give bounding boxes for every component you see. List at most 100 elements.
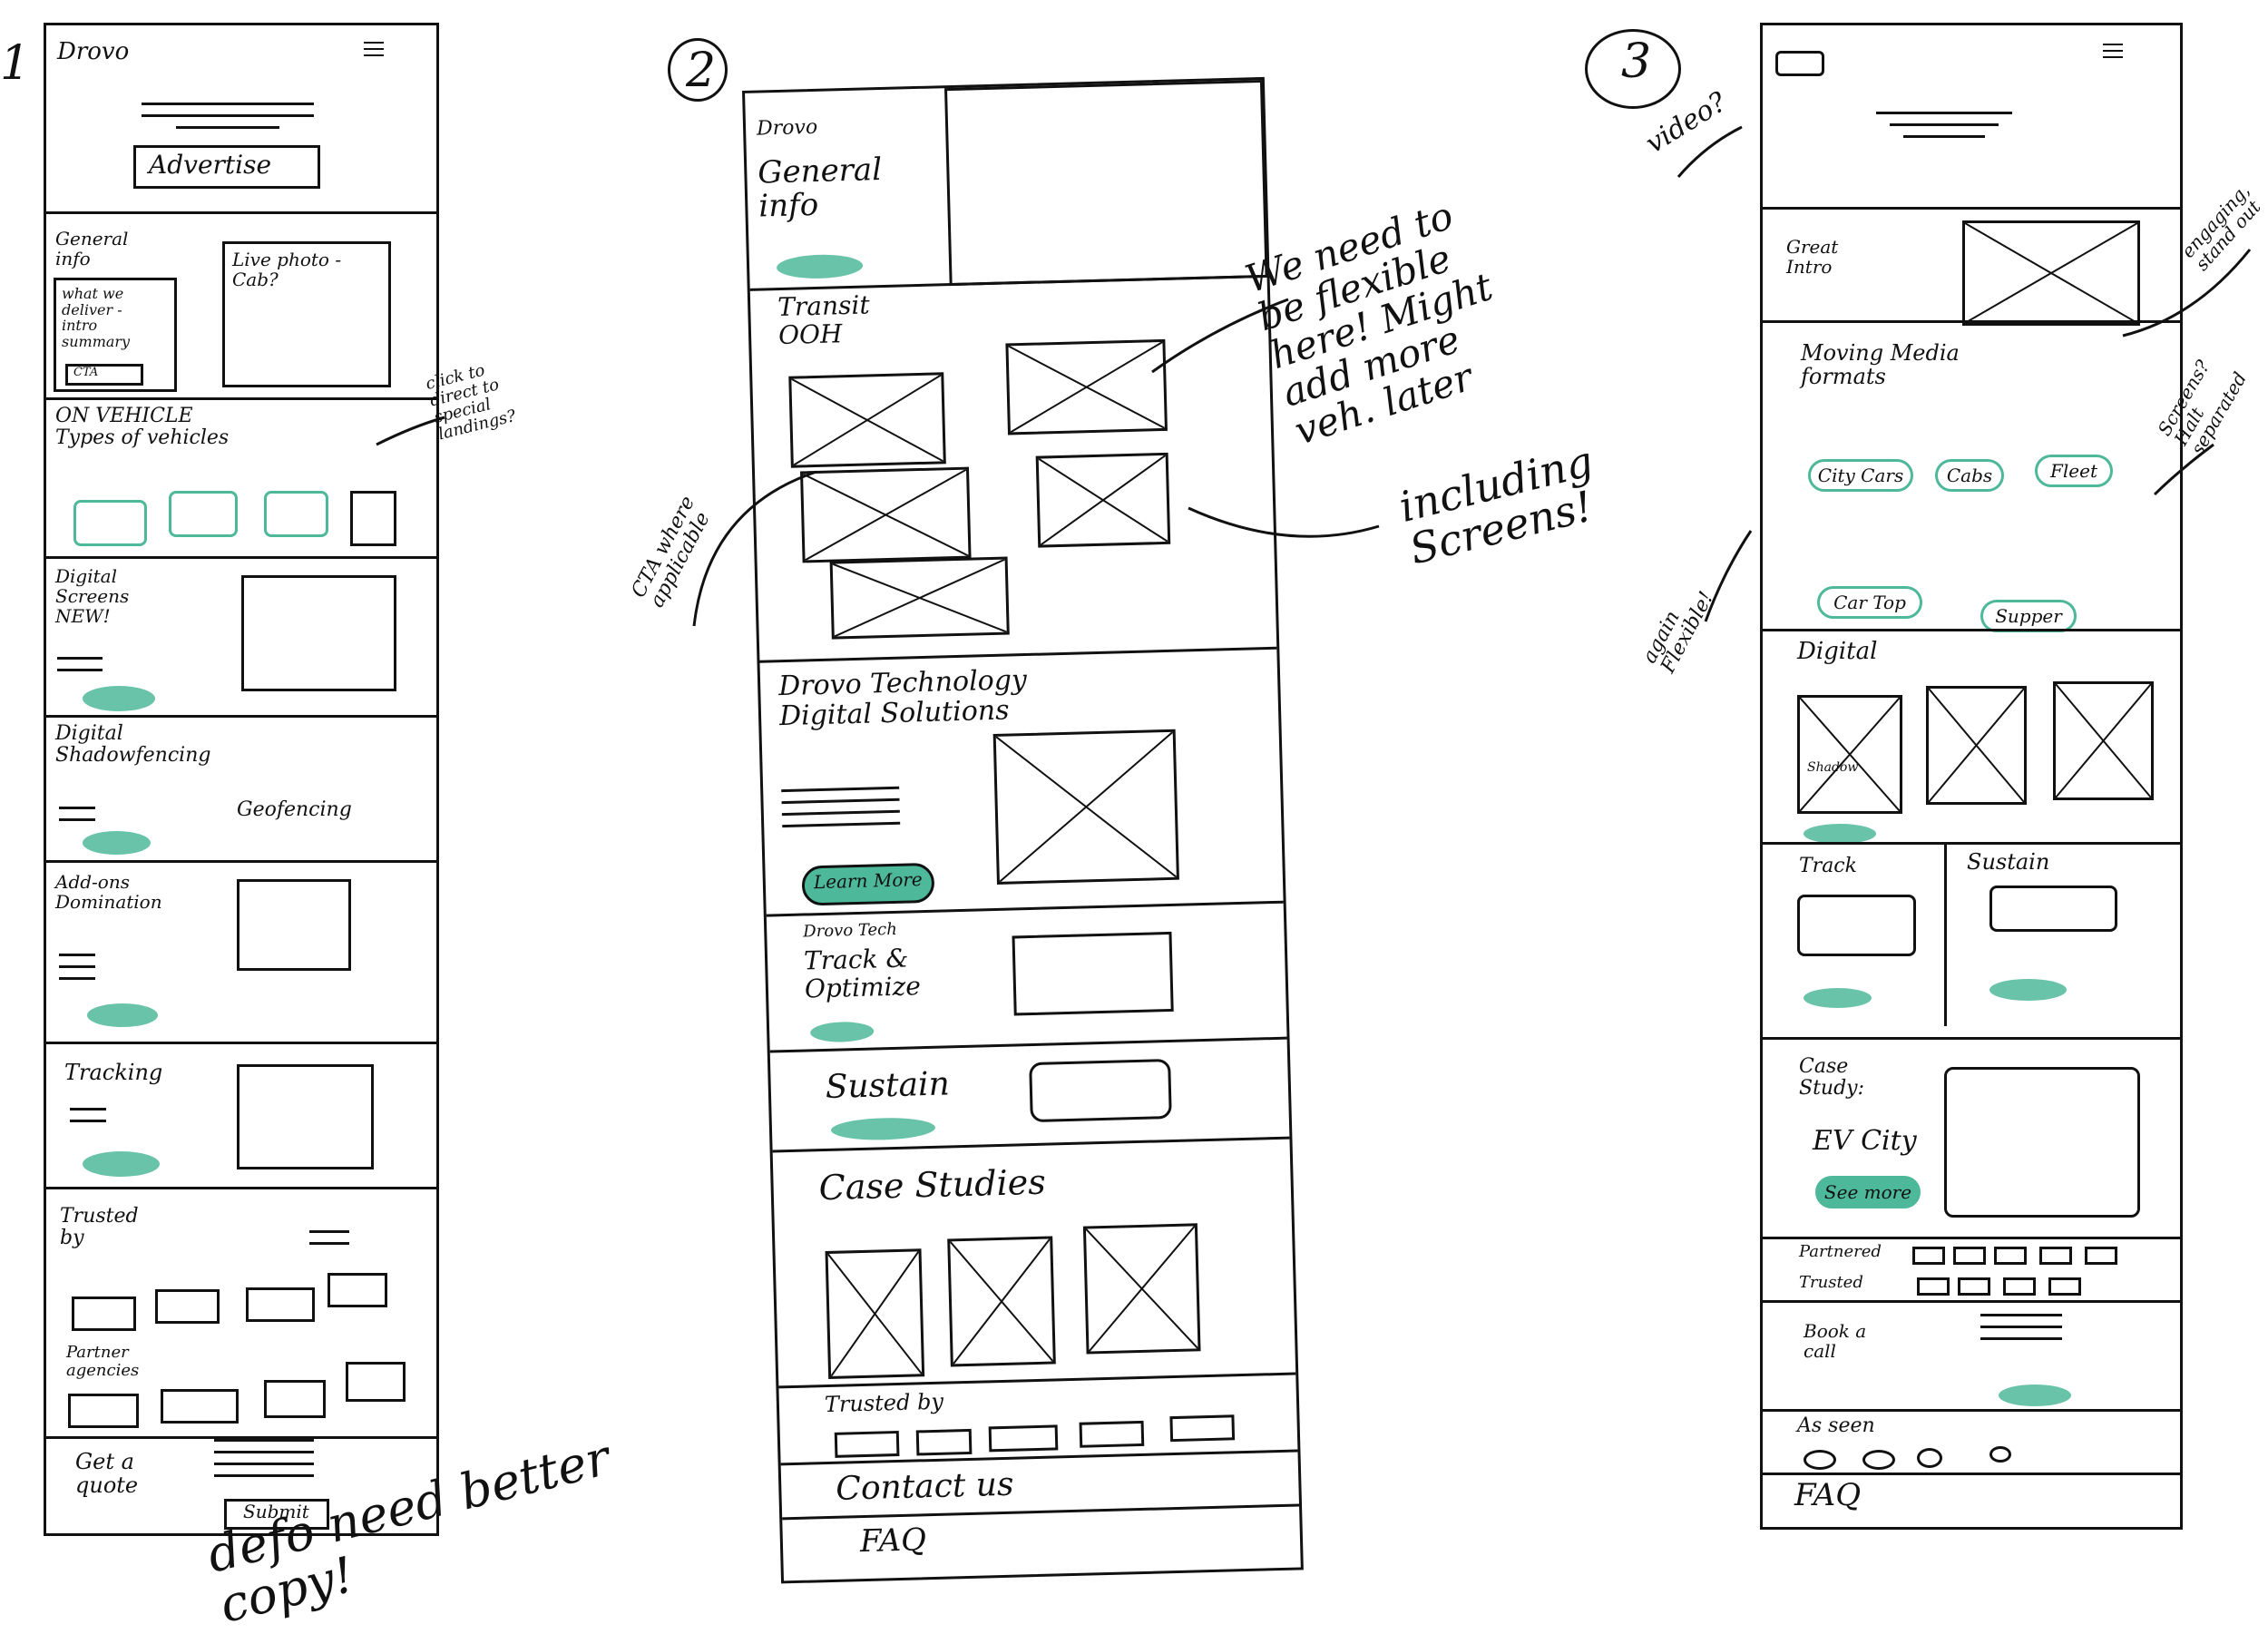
number-label: 1 (0, 36, 31, 91)
w3-track-image (1797, 895, 1916, 956)
w1-logo (155, 1289, 220, 1324)
w3-cta-scribble[interactable] (1989, 979, 2067, 1001)
w3-see-more-button[interactable]: See more (1815, 1176, 1921, 1208)
w1-addon-image (237, 879, 351, 971)
w1-shadowfencing: Digital Shadowfencing Geofencing (46, 715, 436, 863)
w3-cabs-button[interactable]: Cabs (1935, 459, 2004, 492)
w1-text-lines (70, 1108, 106, 1131)
menu-icon[interactable] (364, 42, 384, 61)
w2-vehicle-card[interactable] (829, 556, 1010, 640)
w1-cta-scribble[interactable] (83, 831, 151, 855)
w3-moving-title: Moving Media formats (1801, 340, 1960, 390)
w2-case-card[interactable] (825, 1248, 925, 1379)
w1-digital-title: Digital Screens NEW! (55, 565, 130, 627)
car-label: Car Top (1833, 592, 1906, 613)
w2-vehicle-card[interactable] (800, 466, 972, 563)
w3-digital-card[interactable]: Shadow (1797, 695, 1902, 814)
w1-header: Drovo Advertise (46, 25, 436, 211)
w2-faq: FAQ (782, 1503, 1301, 1584)
w3-book-title: Book a call (1804, 1320, 1867, 1362)
w3-divider (1944, 845, 1947, 1026)
w2-track-top: Drovo Tech (803, 919, 898, 942)
w2-cta-scribble[interactable] (830, 1116, 936, 1141)
w3-great-intro: Great Intro (1786, 236, 1839, 278)
w3-fleet-button[interactable]: Fleet (2035, 455, 2113, 487)
w3-logo (1994, 1247, 2027, 1265)
w3-logo (1912, 1247, 1945, 1265)
w3-logo (2048, 1277, 2081, 1296)
w3-case-title: Case Study: (1799, 1055, 1865, 1101)
w2-logo (915, 1428, 973, 1456)
w1-vehicle-card[interactable] (73, 500, 147, 546)
w1-logo (327, 1273, 387, 1307)
advertise-label: Advertise (149, 150, 272, 180)
w1-logo (72, 1296, 136, 1331)
w3-header (1763, 25, 2180, 207)
w1-intro-card: what we deliver - intro summary CTA (54, 278, 177, 392)
w1-text-lines (309, 1230, 349, 1254)
placeholder-x-icon (828, 1251, 922, 1376)
w3-digital-card[interactable] (1926, 686, 2027, 805)
w2-case-card[interactable] (1082, 1223, 1201, 1355)
w1-general-section: General info what we deliver - intro sum… (46, 211, 436, 400)
w2-tech-image (992, 729, 1179, 885)
w1-photo-box: Live photo - Cab? (222, 241, 391, 387)
w2-cta-scribble[interactable] (809, 1021, 875, 1043)
w3-logo (1958, 1277, 1990, 1296)
w1-cta-scribble[interactable] (83, 686, 155, 711)
placeholder-x-icon (2056, 684, 2151, 797)
placeholder-x-icon (791, 375, 943, 465)
menu-icon[interactable] (2103, 44, 2123, 63)
placeholder-x-icon (1086, 1226, 1198, 1351)
placeholder-x-icon (950, 1239, 1052, 1365)
w1-form-fields[interactable] (214, 1439, 314, 1486)
w1-car-image (241, 575, 396, 691)
w3-logo (1917, 1448, 1942, 1468)
w3-digital-title: Digital (1797, 638, 1878, 665)
w1-submit-button[interactable]: Submit (224, 1499, 329, 1530)
w2-general: General info (757, 152, 883, 225)
w1-hero-text (142, 103, 314, 138)
w1-trusted-title: Trusted by (60, 1205, 139, 1250)
w3-supper-button[interactable]: Supper (1980, 600, 2077, 632)
w2-contact-title: Contact us (835, 1465, 1014, 1508)
w3-city-cars-button[interactable]: City Cars (1808, 459, 1913, 492)
number-label: 2 (686, 44, 717, 98)
w1-vehicle-title: ON VEHICLE Types of vehicles (55, 405, 230, 450)
w2-vehicle-card[interactable] (1005, 338, 1168, 435)
w2-case-title: Case Studies (818, 1161, 1047, 1208)
w1-vehicle-card[interactable] (350, 491, 396, 546)
w3-logo (2039, 1247, 2072, 1265)
w2-track-title: Track & Optimize (803, 943, 922, 1004)
w1-advertise-button[interactable]: Advertise (133, 145, 320, 189)
w3-form-fields[interactable] (1980, 1314, 2062, 1349)
w2-cta-scribble[interactable] (776, 253, 864, 280)
w1-cta-scribble[interactable] (83, 1151, 160, 1177)
w3-digital-card[interactable] (2053, 681, 2154, 800)
w1-cta-button[interactable]: CTA (65, 364, 143, 386)
w1-brand: Drovo (57, 38, 130, 65)
w3-logo (1804, 1450, 1836, 1470)
w1-vehicle-card[interactable] (169, 491, 238, 537)
w1-text-lines (57, 657, 103, 680)
w1-logo (346, 1362, 406, 1402)
w3-cta-scribble[interactable] (1999, 1384, 2071, 1406)
w2-vehicle-card[interactable] (1035, 452, 1171, 548)
w2-vehicle-card[interactable] (788, 372, 946, 468)
placeholder-x-icon (833, 560, 1007, 637)
w2-hero: Drovo General info (745, 79, 1268, 289)
w1-cta-scribble[interactable] (87, 1003, 158, 1027)
w1-logo (161, 1389, 239, 1424)
w3-cta-scribble[interactable] (1804, 824, 1876, 844)
w1-vehicle-card[interactable] (264, 491, 328, 537)
w2-trusted-title: Trusted by (824, 1388, 944, 1418)
w3-hero-text (1876, 112, 2012, 147)
w1-addons: Add-ons Domination (46, 860, 436, 1044)
w3-track-title: Track (1799, 855, 1857, 877)
annotation-vehicle-note: click to direct to special landings? (424, 360, 518, 445)
car-label: City Cars (1817, 465, 1904, 486)
w3-car-top-button[interactable]: Car Top (1817, 586, 1922, 619)
w2-learn-more-button[interactable]: Learn More (801, 862, 935, 906)
w3-cta-scribble[interactable] (1804, 988, 1872, 1008)
w2-case-card[interactable] (947, 1236, 1056, 1367)
